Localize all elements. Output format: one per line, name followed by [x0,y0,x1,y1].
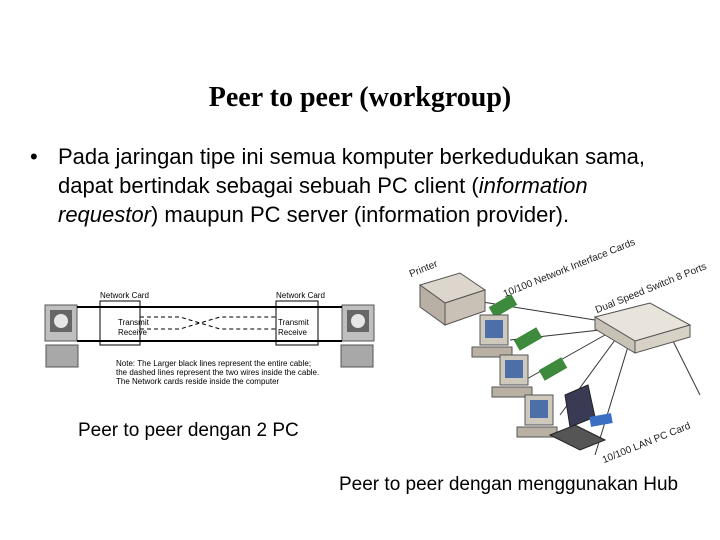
cable-note: Note: The Larger black lines represent t… [116,359,320,386]
bullet-text: Pada jaringan tipe ini semua komputer be… [58,142,670,229]
crossover-cable-illustration [44,300,375,368]
computer-1-icon [471,314,513,358]
transmit-left-label: Transmit [118,318,149,327]
printer-icon [418,272,487,326]
bullet-text-part1: Pada jaringan tipe ini semua komputer be… [58,144,646,198]
hub-network-illustration [418,272,701,456]
receive-right-label: Receive [278,328,307,337]
switch-icon [593,302,692,354]
computer-3-icon [516,394,558,438]
peer-to-peer-hub-diagram: Printer 10/100 Network Interface Cards D… [400,237,710,466]
left-computer-icon [44,304,79,368]
peer-to-peer-2pc-diagram: Network Card Network Card Transmit Recei… [40,285,385,405]
pc-card-icon [589,413,613,427]
network-card-left-label: Network Card [100,291,149,300]
caption-2pc: Peer to peer dengan 2 PC [78,420,299,441]
right-computer-icon [340,304,375,368]
computer-2-icon [491,354,533,398]
bullet-paragraph: • Pada jaringan tipe ini semua komputer … [30,142,670,229]
bullet-text-part2: ) maupun PC server (information provider… [150,202,570,227]
caption-hub: Peer to peer dengan menggunakan Hub [339,474,679,495]
bullet-text-italic: information requestor [58,173,588,227]
bullet-marker: • [30,144,38,169]
transmit-right-label: Transmit [278,318,309,327]
receive-left-label: Receive [118,328,147,337]
network-card-right-label: Network Card [276,291,325,300]
slide-title: Peer to peer (workgroup) [208,82,512,113]
laptop-icon [548,384,607,451]
